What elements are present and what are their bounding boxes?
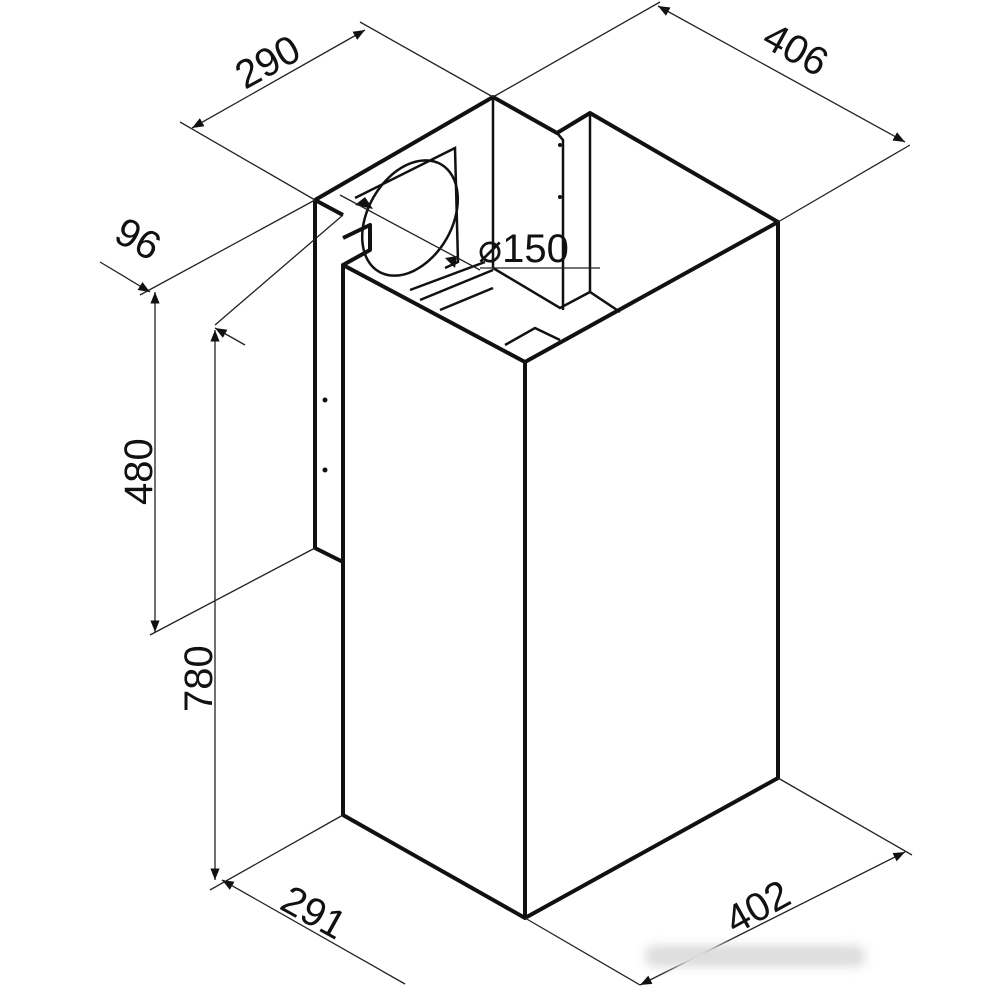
dim-top-width: 406 <box>756 14 836 85</box>
dim-bottom-width: 402 <box>718 872 798 943</box>
dim-duct-diameter: ⌀150 <box>478 227 569 271</box>
dim-top-depth: 290 <box>228 27 308 98</box>
dim-offset: 96 <box>108 209 168 269</box>
dimension-lines <box>99 1 913 986</box>
dim-total-height: 780 <box>177 645 221 712</box>
dim-bracket-height: 480 <box>117 438 161 505</box>
chimney-box <box>313 95 780 920</box>
dim-bottom-depth: 291 <box>274 877 354 948</box>
watermark <box>645 945 865 967</box>
